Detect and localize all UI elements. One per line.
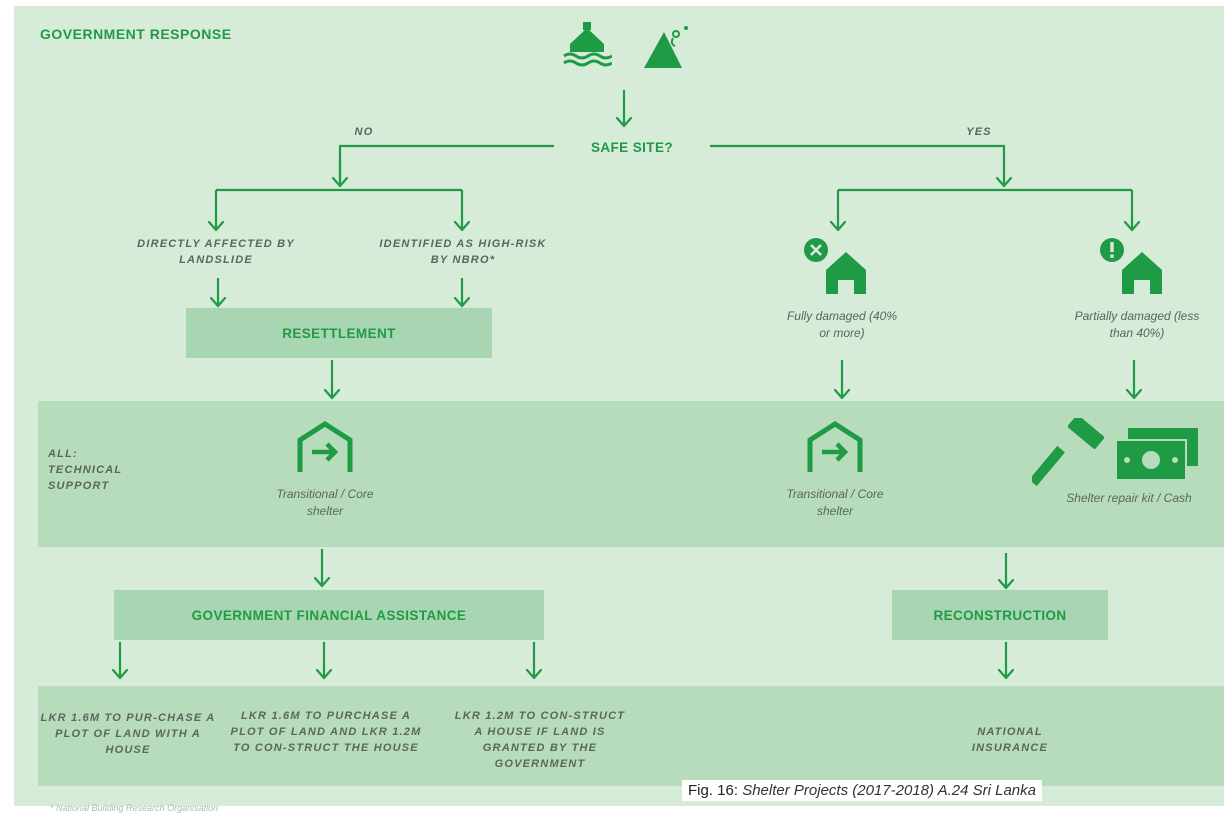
- option-purchase-and-construct: LKR 1.6M TO PURCHASE A PLOT OF LAND AND …: [230, 710, 422, 754]
- caption-label: Fig. 16:: [688, 782, 739, 799]
- national-insurance-label: NATIONAL INSURANCE: [971, 726, 1049, 754]
- repair-kit-label: Shelter repair kit / Cash: [1066, 491, 1192, 505]
- landslide-icon: [644, 26, 688, 68]
- transitional-shelter-icon: [297, 421, 353, 472]
- fully-damaged-icon-group: [800, 236, 880, 306]
- resettlement-box: RESETTLEMENT: [186, 308, 492, 358]
- transitional-shelter-icon: [807, 421, 863, 472]
- technical-support-band: [38, 401, 1224, 547]
- directly-affected-label: DIRECTLY AFFECTED BY LANDSLIDE: [137, 238, 295, 266]
- option-purchase-house: LKR 1.6M TO PUR-CHASE A PLOT OF LAND WIT…: [40, 712, 216, 756]
- fully-damaged-label: Fully damaged (40% or more): [786, 309, 898, 340]
- outcomes-band: [38, 686, 1224, 786]
- diagram-canvas: GOVERNMENT RESPONSE SAFE SITE? NO YES DI…: [14, 6, 1224, 813]
- figure-caption: Fig. 16: Shelter Projects (2017-2018) A.…: [682, 780, 1042, 801]
- flow-connectors: [111, 90, 1143, 680]
- branch-no-label: NO: [354, 126, 374, 138]
- cash-icon: [1115, 428, 1198, 481]
- partially-damaged-label: Partially damaged (less than 40%): [1074, 309, 1200, 340]
- caption-text: Shelter Projects (2017-2018) A.24 Sri La…: [742, 782, 1036, 799]
- flood-house-icon: [563, 22, 612, 67]
- shelter-left-label: Transitional / Core shelter: [276, 487, 374, 518]
- safe-site-decision: SAFE SITE?: [554, 136, 710, 158]
- house-icon: [826, 252, 866, 294]
- reconstruction-box: RECONSTRUCTION: [892, 590, 1108, 640]
- technical-support-label: ALL: TECHNICAL SUPPORT: [48, 448, 123, 492]
- partially-damaged-icon-group: [1096, 236, 1176, 306]
- hammer-icon: [1032, 418, 1105, 486]
- diagram-title: GOVERNMENT RESPONSE: [40, 26, 232, 42]
- footnote: * National Building Research Organisatio…: [50, 803, 219, 813]
- shelter-mid-label: Transitional / Core shelter: [786, 487, 884, 518]
- government-assistance-box: GOVERNMENT FINANCIAL ASSISTANCE: [114, 590, 544, 640]
- branch-yes-label: YES: [966, 126, 992, 138]
- option-construct-on-granted-land: LKR 1.2M TO CON-STRUCT A HOUSE IF LAND I…: [454, 710, 626, 770]
- high-risk-label: IDENTIFIED AS HIGH-RISK BY NBRO*: [379, 238, 547, 266]
- house-icon: [1122, 252, 1162, 294]
